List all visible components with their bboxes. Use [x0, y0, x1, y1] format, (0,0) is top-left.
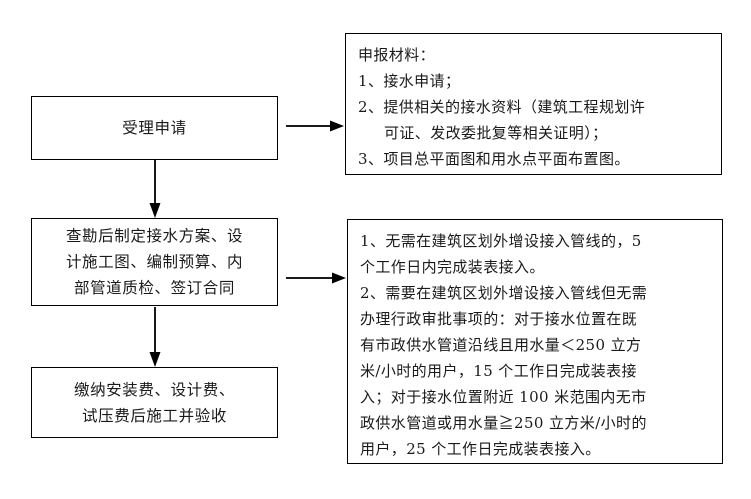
note-line: 3、项目总平面图和用水点平面布置图。 [358, 150, 630, 168]
note-line: 政供水管道或用水量≧250 立方米/小时的 [360, 414, 647, 432]
note-line: 1、无需在建筑区划外增设接入管线的，5 [360, 232, 642, 250]
process-node-label: 查勘后制定接水方案、设 计施工图、编制预算、内 部管道质检、签订合同 [65, 227, 244, 297]
process-node-label: 缴纳安装费、设计费、 试压费后施工并验收 [73, 380, 235, 425]
process-node-pay-fees-construct-accept[interactable]: 缴纳安装费、设计费、 试压费后施工并验收 [31, 367, 278, 438]
arrow-step1-to-note1 [286, 120, 344, 132]
note-line: 个工作日内完成装表接入。 [360, 258, 545, 276]
note-line: 2、需要在建筑区划外增设接入管线但无需 [360, 284, 648, 302]
note-line: 用户，25 个工作日完成装表接入。 [360, 440, 601, 458]
note-line: 米/小时的用户，15 个工作日完成装表接 [360, 362, 637, 380]
arrow-step1-to-step2 [149, 160, 161, 218]
process-node-label: 受理申请 [122, 119, 187, 137]
note-line: 申报材料： [358, 46, 436, 64]
process-node-survey-and-plan[interactable]: 查勘后制定接水方案、设 计施工图、编制预算、内 部管道质检、签订合同 [31, 218, 278, 306]
note-line: 可证、发改委批复等相关证明）； [384, 124, 608, 142]
note-line: 2、提供相关的接水资料（建筑工程规划许 [358, 98, 646, 116]
note-line: 1、接水申请； [358, 72, 461, 90]
arrow-step2-to-step3 [149, 307, 161, 367]
note-box-application-materials[interactable]: 申报材料： 1、接水申请； 2、提供相关的接水资料（建筑工程规划许 可证、发改委… [345, 33, 722, 175]
note-line: 办理行政审批事项的：对于接水位置在既 [360, 310, 638, 328]
note-line: 有市政供水管道沿线且用水量＜250 立方 [360, 336, 642, 354]
note-line: 入；对于接水位置附近 100 米范围内无市 [360, 388, 647, 406]
note-box-processing-time[interactable]: 1、无需在建筑区划外增设接入管线的，5 个工作日内完成装表接入。 2、需要在建筑… [347, 219, 723, 464]
process-node-accept-application[interactable]: 受理申请 [31, 96, 278, 160]
arrow-step2-to-note2 [286, 272, 346, 284]
